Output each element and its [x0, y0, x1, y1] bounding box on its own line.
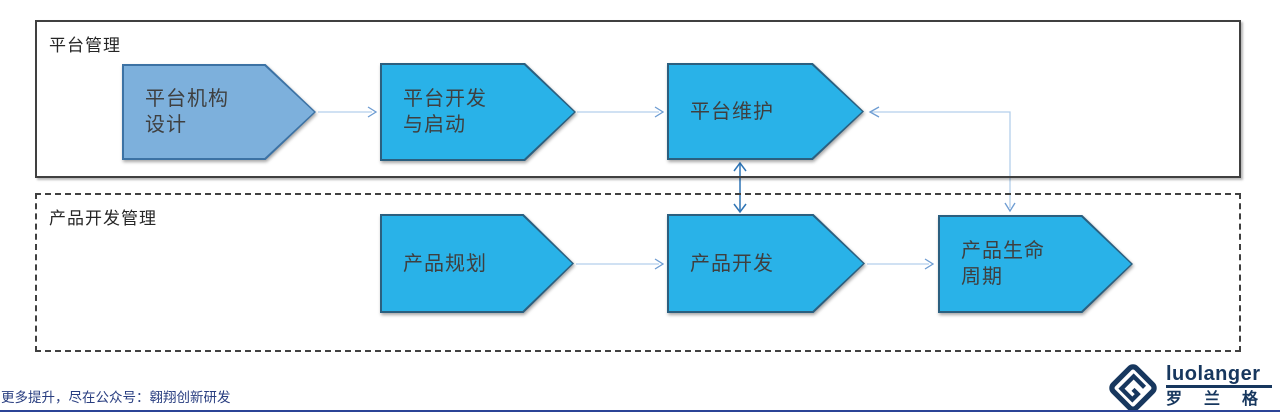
logo-text-block: luolanger 罗兰格: [1166, 364, 1272, 409]
logo-chinese-name: 罗兰格: [1166, 391, 1280, 408]
platform-lane-label: 平台管理: [49, 36, 121, 55]
product-lane-label: 产品开发管理: [49, 209, 157, 228]
shape-label: 平台开发 与启动: [403, 88, 487, 136]
shape-label: 产品开发: [690, 252, 774, 275]
product-development-lane: 产品开发管理: [35, 193, 1241, 352]
shape-platform-org-design: 平台机构 设计: [122, 64, 316, 160]
shape-platform-dev-launch: 平台开发 与启动: [380, 63, 576, 161]
shape-platform-maintenance: 平台维护: [667, 63, 864, 160]
platform-management-lane: 平台管理: [35, 20, 1241, 178]
shape-label: 平台机构 设计: [145, 88, 229, 136]
brand-logo: luolanger 罗兰格: [1104, 364, 1272, 412]
logo-wordmark: luolanger: [1166, 364, 1272, 388]
shape-label: 产品规划: [403, 252, 487, 275]
bottom-divider: [0, 410, 1280, 412]
shape-product-development: 产品开发: [667, 214, 865, 313]
diamond-g-logo-icon: [1109, 364, 1157, 412]
shape-label: 平台维护: [690, 100, 774, 123]
shape-product-lifecycle: 产品生命 周期: [938, 215, 1133, 313]
promo-text: 更多提升，尽在公众号：翱翔创新研发: [1, 390, 231, 405]
shape-product-planning: 产品规划: [380, 214, 574, 313]
shape-label: 产品生命 周期: [961, 240, 1045, 288]
